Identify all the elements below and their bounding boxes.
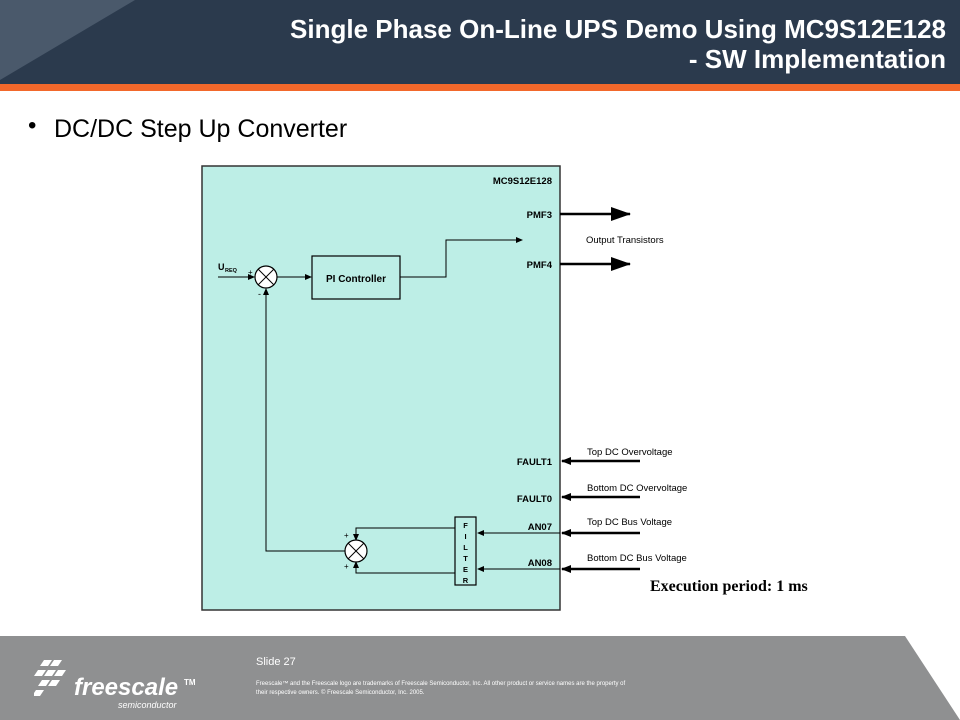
top-dc-bus-voltage-label: Top DC Bus Voltage <box>587 517 672 528</box>
legal-text: Freescale™ and the Freescale logo are tr… <box>256 681 626 696</box>
footer-bar <box>0 636 960 720</box>
filter-letter-e: E <box>463 565 468 574</box>
pi-output-line <box>400 237 523 278</box>
sum2-plus-bottom: + <box>344 562 349 571</box>
bottom-dc-overvoltage-label: Bottom DC Overvoltage <box>587 483 687 494</box>
header-decoration <box>0 0 135 80</box>
filter-letter-i: I <box>464 532 466 541</box>
pin-pmf4: PMF4 <box>527 260 553 271</box>
freescale-logo-tm: TM <box>184 678 196 687</box>
freescale-chevron-icon <box>34 660 66 696</box>
filter-top-output-line <box>353 527 455 541</box>
chip-name: MC9S12E128 <box>493 176 552 187</box>
bottom-dc-bus-voltage-label: Bottom DC Bus Voltage <box>587 553 687 564</box>
pin-fault1: FAULT1 <box>517 457 553 468</box>
slide-title: Single Phase On-Line UPS Demo Using MC9S… <box>186 14 946 74</box>
pin-fault0: FAULT0 <box>517 494 552 505</box>
slide-number: Slide 27 <box>256 656 296 668</box>
bullet-marker: • <box>28 112 37 139</box>
filter-letter-r: R <box>463 576 469 585</box>
summing-junction-1 <box>254 265 278 289</box>
pin-pmf3: PMF3 <box>527 210 552 221</box>
sum2-plus-top: + <box>344 531 349 540</box>
header-accent-stripe <box>0 84 960 91</box>
output-transistors-label: Output Transistors <box>586 235 664 246</box>
execution-period-note: Execution period: 1 ms <box>650 578 808 595</box>
mcu-block <box>201 165 561 611</box>
sum1-plus: + <box>248 268 253 277</box>
filter-bottom-output-line <box>353 561 455 574</box>
pin-an08: AN08 <box>528 558 552 569</box>
filter-letter-l: L <box>463 543 468 552</box>
filter-letter-t: T <box>463 554 468 563</box>
feedback-line <box>263 288 345 552</box>
freescale-logo-text: freescale <box>74 674 179 701</box>
freescale-logo-sub: semiconductor <box>118 700 177 710</box>
filter-letter-f: F <box>463 521 468 530</box>
summing-junction-2 <box>344 539 368 563</box>
input-label-sub: REQ <box>225 268 238 274</box>
pin-an07: AN07 <box>528 522 552 533</box>
bullet-text: DC/DC Step Up Converter <box>54 115 348 143</box>
sum1-minus: - <box>258 289 261 299</box>
title-bar <box>0 0 960 84</box>
slide-title-line2: - SW Implementation <box>688 44 946 74</box>
pi-controller-label: PI Controller <box>326 274 386 285</box>
top-dc-overvoltage-label: Top DC Overvoltage <box>587 447 673 458</box>
filter-block <box>454 516 477 586</box>
footer-wedge <box>905 636 960 720</box>
input-label: U <box>218 262 225 272</box>
slide-title-line1: Single Phase On-Line UPS Demo Using MC9S… <box>290 14 946 44</box>
